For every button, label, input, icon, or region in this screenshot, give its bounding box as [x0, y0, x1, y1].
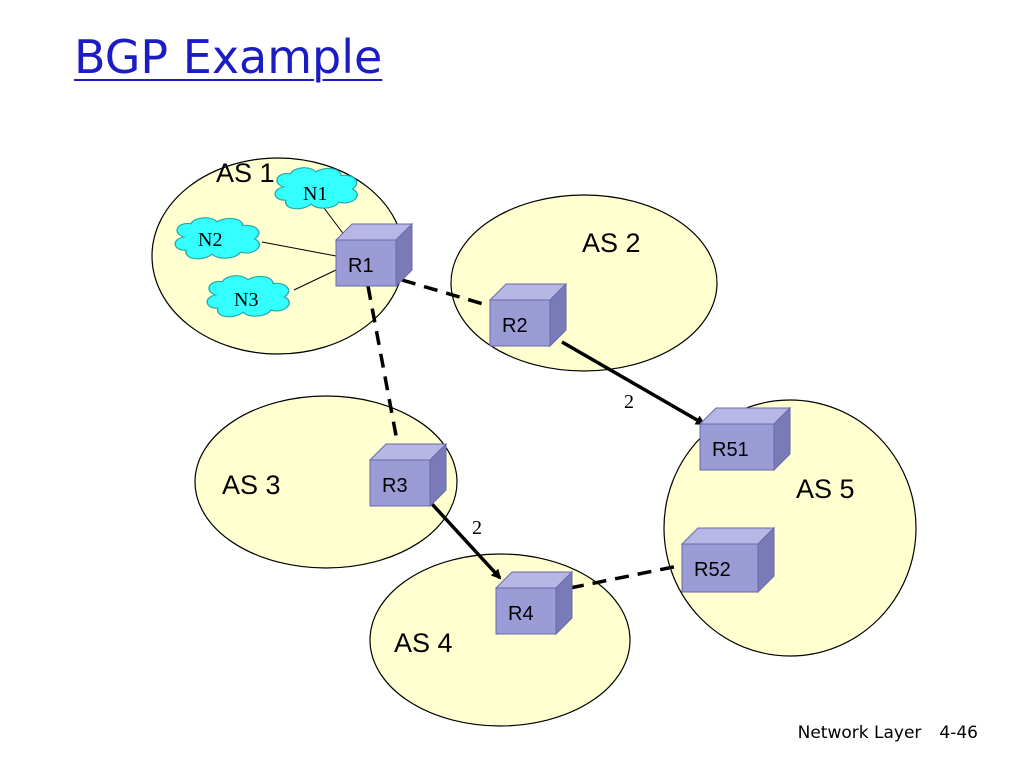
- as5-label: AS 5: [796, 474, 855, 504]
- router-r4: [494, 570, 574, 636]
- router-r1: [334, 222, 414, 288]
- as2-label: AS 2: [582, 228, 641, 258]
- as4-label: AS 4: [394, 628, 453, 658]
- slide-footer: Network Layer 4-46: [780, 723, 978, 743]
- link-r1-r2: [401, 278, 491, 308]
- router-r52-label: R52: [694, 559, 731, 581]
- arrow-r3-r4: [430, 502, 502, 580]
- router-r51: [698, 406, 792, 472]
- n3-r1-line: [293, 269, 337, 291]
- router-r51-label: R51: [712, 439, 749, 461]
- cost-label-r3-r4: 2: [472, 517, 482, 539]
- as3-region: [194, 395, 458, 569]
- link-r1-r3: [366, 285, 400, 447]
- link-r4-r52: [569, 562, 689, 590]
- as1-label: AS 1: [216, 158, 275, 188]
- footer-section: Network Layer: [797, 723, 922, 743]
- network-n3-label: N3: [234, 289, 258, 311]
- router-r52: [680, 526, 776, 594]
- cost-label-r2-r51: 2: [624, 391, 634, 413]
- network-n1-label: N1: [303, 183, 327, 205]
- router-r1-label: R1: [348, 255, 374, 277]
- router-r3: [368, 442, 448, 508]
- router-r2-label: R2: [502, 315, 528, 337]
- arrow-r2-r51: [561, 340, 706, 426]
- router-r3-label: R3: [382, 475, 408, 497]
- router-r2: [488, 282, 568, 348]
- as3-label: AS 3: [222, 470, 281, 500]
- router-r4-label: R4: [508, 603, 534, 625]
- network-n2-label: N2: [198, 229, 222, 251]
- page-title: BGP Example: [74, 30, 383, 84]
- footer-page-number: 4-46: [939, 723, 978, 743]
- n2-r1-line: [261, 241, 337, 257]
